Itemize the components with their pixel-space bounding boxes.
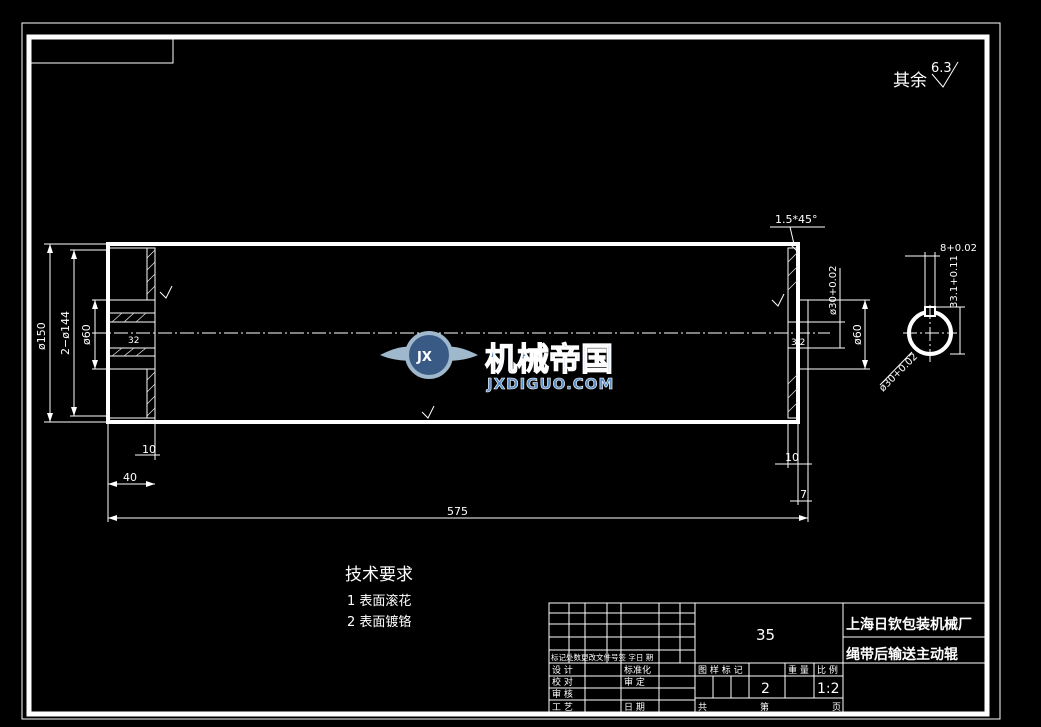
surface-finish-label: 其余 — [893, 71, 927, 91]
left-hatch — [111, 248, 156, 418]
dim-d144: 2−ø144 — [59, 311, 72, 355]
inner-frame — [26, 34, 990, 717]
watermark: JX 机械帝国 JXDIGUO.COM — [380, 331, 614, 393]
dim-d60-left: ø60 — [80, 324, 93, 345]
dim-40: 40 — [123, 471, 137, 484]
title-block — [548, 602, 988, 715]
dim-small-right: 3.2 — [791, 338, 805, 348]
tech-req-item-1: 1 表面滚花 — [347, 593, 411, 609]
tb-approve: 审 定 — [624, 676, 645, 688]
tech-req-item-2: 2 表面镀铬 — [347, 614, 411, 630]
section-key-width: 8+0.02 — [940, 243, 977, 254]
watermark-title: 机械帝国 — [485, 340, 613, 378]
tech-req-title: 技术要求 — [345, 565, 413, 585]
tb-stage-mark: 图 样 标 记 — [698, 664, 743, 676]
section-depth: 33.1+0.11 — [949, 255, 960, 308]
tb-page: 页 — [832, 702, 841, 713]
dim-575: 575 — [447, 505, 468, 518]
tb-review: 审 核 — [552, 688, 573, 700]
roughness-mark-icon — [159, 285, 173, 299]
dim-d150: ø150 — [35, 322, 48, 350]
dim-d30-right: ø30+0.02 — [828, 266, 839, 316]
roughness-symbol-icon — [931, 61, 959, 88]
tb-weight: 重 量 — [788, 664, 809, 676]
roughness-mark-icon — [771, 293, 785, 307]
dimension-lines — [44, 226, 870, 522]
roughness-mark-icon — [421, 405, 435, 419]
right-hatch — [787, 251, 799, 413]
tb-date: 日 期 — [624, 702, 645, 713]
tb-process: 工 艺 — [552, 702, 573, 713]
dim-10-left: 10 — [142, 443, 156, 456]
dim-7: 7 — [800, 488, 807, 501]
tb-ratio: 比 例 — [817, 664, 838, 676]
corner-box — [28, 36, 174, 64]
watermark-logo-mark: JX — [416, 350, 432, 365]
surface-finish-value: 6.3 — [931, 61, 952, 76]
tb-total: 共 — [698, 702, 707, 713]
dim-10-right: 10 — [785, 451, 799, 464]
roller-main-view — [92, 242, 830, 424]
tb-scale: 1:2 — [817, 681, 840, 697]
tb-part-name: 绳带后输送主动辊 — [846, 646, 958, 663]
dim-chamfer: 1.5*45° — [775, 213, 818, 226]
shaft-section-view — [879, 252, 965, 386]
dim-small-left: 32 — [128, 336, 139, 346]
tb-sheet: 第 — [760, 701, 769, 713]
tb-standardize: 标准化 — [624, 664, 651, 676]
tb-design: 设 计 — [552, 664, 573, 676]
watermark-subtitle: JXDIGUO.COM — [486, 375, 614, 393]
gear-icon — [405, 331, 453, 379]
tb-check: 校 对 — [552, 676, 573, 688]
dim-d60-right: ø60 — [851, 324, 864, 345]
section-bore: ø30+0.02 — [877, 351, 920, 394]
tb-quantity: 2 — [761, 681, 770, 697]
tb-company: 上海日钦包装机械厂 — [846, 616, 972, 633]
tb-material: 35 — [756, 626, 775, 644]
outer-frame — [21, 22, 1001, 720]
tb-revision-row: 标记处数更改文件号签 字日 期 — [551, 652, 653, 662]
